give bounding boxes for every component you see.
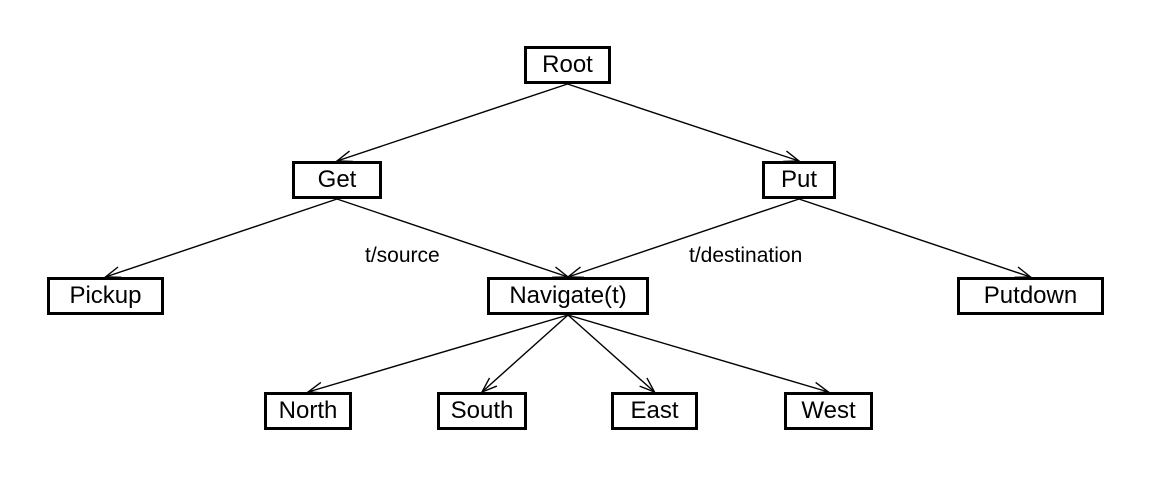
edge-root-get <box>335 83 568 163</box>
node-root: Root <box>524 46 611 84</box>
node-north: North <box>264 392 352 430</box>
node-east: East <box>611 392 698 430</box>
edge-label-source: t/source <box>365 244 440 267</box>
node-west: West <box>784 392 873 430</box>
node-pickup: Pickup <box>47 277 164 315</box>
edge-put-putdown <box>798 198 1033 279</box>
edge-navigate-east <box>567 314 657 394</box>
node-navigate: Navigate(t) <box>487 277 649 315</box>
edge-label-destination: t/destination <box>689 244 803 267</box>
edge-get-pickup <box>103 198 338 279</box>
node-south: South <box>437 392 527 430</box>
node-put: Put <box>762 161 836 199</box>
node-putdown: Putdown <box>957 277 1104 315</box>
edge-navigate-south <box>480 314 569 394</box>
edge-navigate-north <box>306 314 569 394</box>
edge-root-put <box>567 83 801 163</box>
node-get: Get <box>292 161 382 199</box>
edge-navigate-west <box>567 314 831 394</box>
